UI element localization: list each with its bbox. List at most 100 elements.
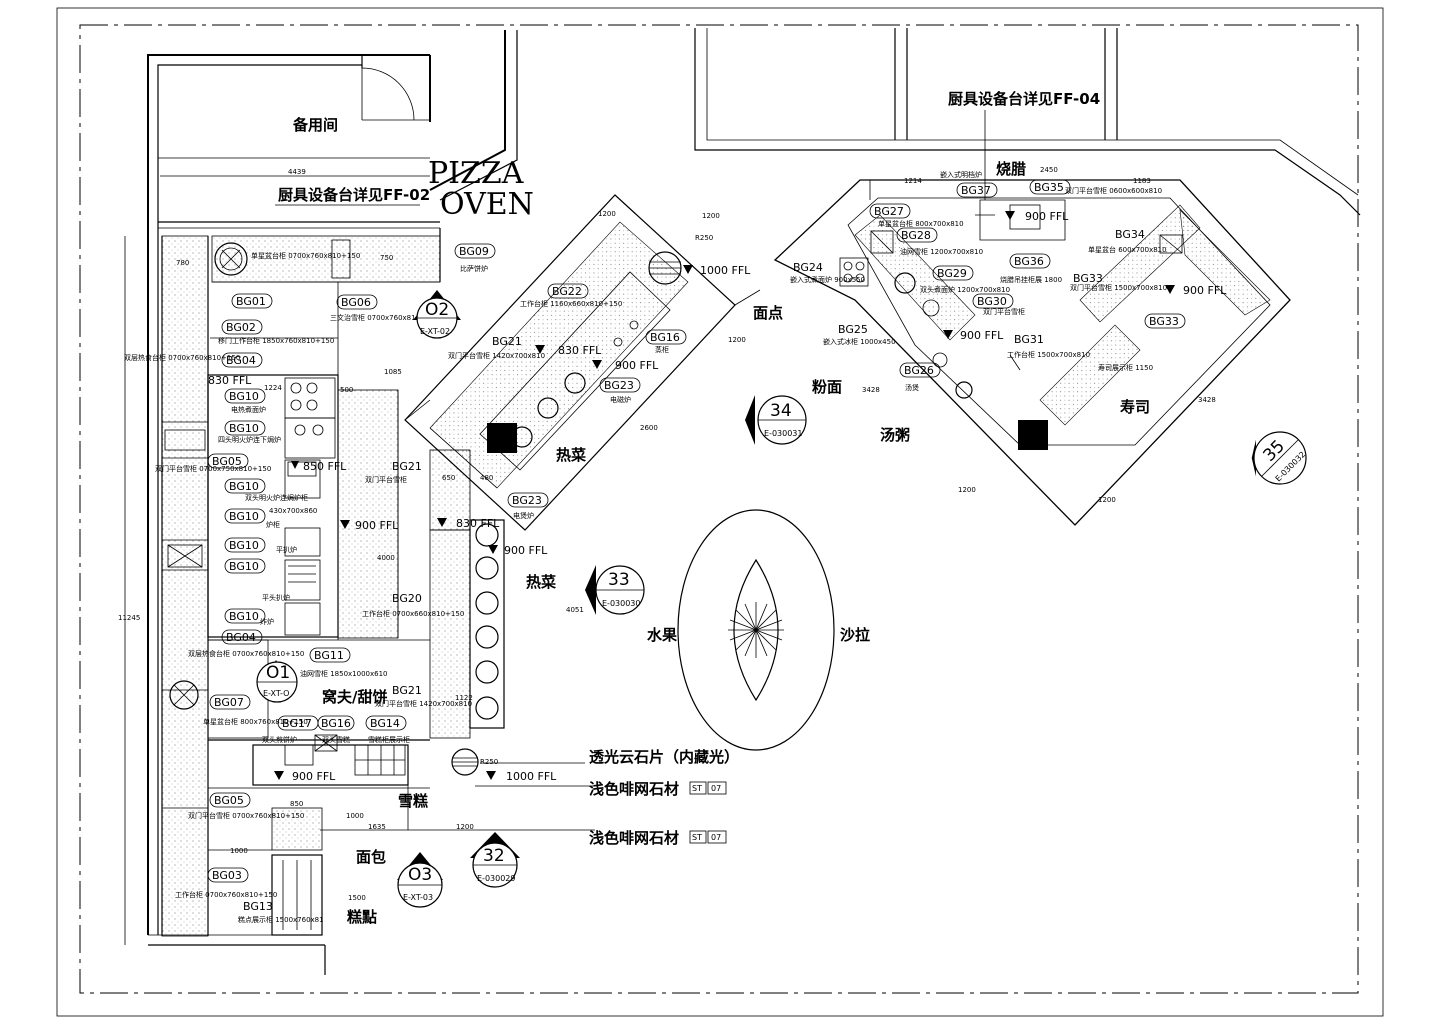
note-bg33a: 双门平台雪柜 1500x700x810: [1070, 283, 1167, 292]
material-stone-2: 浅色啡网石材: [589, 829, 679, 847]
note-bg10c: 双头明火炉连焗炉柜: [245, 493, 308, 502]
note-bg30: 双门平台雪柜: [983, 307, 1025, 316]
dim-2450: 2450: [1040, 166, 1058, 174]
level-900-a: 900 FFL: [355, 519, 399, 532]
material-code-07-2: 07: [711, 833, 721, 842]
detail-ff04-label: 厨具设备台详见FF-04: [948, 90, 1100, 108]
tag-bg05: BG05: [212, 455, 242, 468]
tag-bg29: BG29: [937, 267, 967, 280]
note-bg33b: 寿司展示柜 1150: [1098, 363, 1153, 372]
room-label-fruit: 水果: [647, 626, 678, 644]
dim-3428-a: 3428: [862, 386, 880, 394]
dim-1200-d: 1200: [728, 336, 746, 344]
tag-bg06: BG06: [341, 296, 371, 309]
detail-ff02-label: 厨具设备台详见FF-02: [278, 186, 430, 204]
dim-1000-a: 1000: [230, 847, 248, 855]
level-900-e: 900 FFL: [1025, 210, 1069, 223]
note-bg02: 移门工作台柜 1850x760x810+150: [218, 336, 334, 345]
elevation-o2-ref: E-XT-02: [420, 327, 450, 336]
level-1000-b: 1000 FFL: [700, 264, 751, 277]
note-bg25: 嵌入式冰柜 1000x450: [823, 337, 896, 346]
tag-bg10-3: BG10: [229, 480, 259, 493]
tag-bg16-2: BG16: [650, 331, 680, 344]
center-tags: BG22 BG21 BG16 BG23 BG23 工作台柜 1160x660x8…: [448, 210, 751, 520]
dim-r250-a: R250: [695, 234, 713, 242]
tag-bg10-5: BG10: [229, 539, 259, 552]
room-label-grill: 烧腊: [996, 160, 1026, 178]
note-bg22: 工作台柜 1160x660x810+150: [520, 299, 622, 308]
tag-bg05-2: BG05: [214, 794, 244, 807]
tag-bg13: BG13: [243, 900, 273, 913]
dim-1635: 1635: [368, 823, 386, 831]
note-bg37: 嵌入式明档炉: [940, 170, 982, 179]
room-label-snow-cake: 雪糕: [398, 792, 428, 810]
elevation-marker-35: 35 E-030032: [1251, 431, 1307, 485]
tag-bg02: BG02: [226, 321, 256, 334]
tag-bg16: BG16: [321, 717, 351, 730]
room-label-hot-dish-1: 热菜: [556, 446, 586, 464]
note-bg13: 糕点展示柜 1500x760x81: [238, 915, 324, 924]
tag-bg24: BG24: [793, 261, 823, 274]
note-bg34: 单星盆台 600x700x810: [1088, 245, 1167, 254]
note-bg27: 单星盆台柜 800x700x810: [878, 219, 964, 228]
note-bg21a: 双门平台雪柜: [365, 475, 407, 484]
level-900-c: 900 FFL: [292, 770, 336, 783]
left-kitchen-block: [124, 235, 595, 975]
pizza-oven-label-2: OVEN: [440, 187, 534, 222]
material-code-st-1: ST: [692, 784, 702, 793]
spare-room: [147, 30, 518, 935]
tag-bg11: BG11: [314, 649, 344, 662]
level-830-b: 830 FFL: [456, 517, 500, 530]
note-bg10a: 电热煮面炉: [231, 405, 266, 414]
right-levels-dims: 900 FFL 900 FFL 900 FFL 2450 1214 1183 3…: [862, 166, 1227, 504]
material-callouts: 透光云石片（内藏光） 浅色啡网石材 ST 07 浅色啡网石材 ST 07: [480, 748, 739, 847]
elevation-o1-ref: E-XT-O: [263, 689, 289, 698]
dim-2600: 2600: [640, 424, 658, 432]
elevation-o2-num: O2: [425, 300, 449, 320]
elevation-33-num: 33: [608, 570, 630, 590]
room-label-soup: 汤粥: [880, 426, 910, 444]
tag-bg23-2: BG23: [512, 494, 542, 507]
note-bg36: 烧腊吊挂柜展 1800: [1000, 275, 1062, 284]
note-bg21b: 双门平台雪柜 1420x700x810: [375, 699, 472, 708]
note-bg07: 单星盆台柜 800x760x810+150: [203, 717, 308, 726]
note-bg16b: 蒸柜: [655, 345, 669, 354]
dim-1200-c: 1200: [702, 212, 720, 220]
elevation-marker-34: 34 E-030031: [745, 395, 807, 445]
material-stone-1: 浅色啡网石材: [589, 780, 679, 798]
note-bg21c: 双门平台雪柜 1420x700x810: [448, 351, 545, 360]
right-kitchen-block: [773, 179, 1291, 526]
elevation-o1-num: O1: [266, 663, 290, 683]
dim-1085: 1085: [384, 368, 402, 376]
note-bg10e: 炉柜: [266, 520, 280, 529]
dim-500: 500: [340, 386, 353, 394]
note-bg03: 工作台柜 0700x760x810+150: [175, 890, 277, 899]
room-label-hot-dish-2: 热菜: [526, 573, 556, 591]
note-bg16: 双头雪糕: [322, 735, 350, 744]
elevation-o3-ref: E-XT-03: [403, 893, 433, 902]
elevation-34-ref: E-030031: [764, 429, 802, 438]
diagonal-hot-counter: [404, 194, 761, 531]
tag-bg37: BG37: [961, 184, 991, 197]
tag-bg14: BG14: [370, 717, 400, 730]
note-bg05b: 双门平台雪柜 0700x760x810+150: [188, 811, 304, 820]
note-bg10f: 平扒炉: [276, 545, 297, 554]
dim-r250-b: R250: [480, 758, 498, 766]
room-label-pastry: 糕點: [347, 908, 377, 926]
tag-bg01: BG01: [236, 295, 266, 308]
elevation-32-num: 32: [483, 846, 505, 866]
note-bg26: 汤煲: [905, 383, 919, 392]
level-900-g: 900 FFL: [960, 329, 1004, 342]
tag-bg33: BG33: [1073, 272, 1103, 285]
dim-3428-b: 3428: [1198, 396, 1216, 404]
material-code-07-1: 07: [711, 784, 721, 793]
right-tags: BG24 BG25 BG26 BG27 BG28 BG29 BG30 BG31 …: [793, 179, 1186, 378]
tag-bg10-7: BG10: [229, 610, 259, 623]
pizza-oven-label-1: PIZZA: [428, 156, 524, 191]
note-bg31: 工作台柜 1500x700x810: [1007, 350, 1090, 359]
dim-780: 780: [176, 259, 189, 267]
tag-bg21-2: BG21: [392, 684, 422, 697]
note-bg23a: 电煲炉: [513, 511, 534, 520]
spare-room-label: 备用间: [292, 116, 338, 134]
